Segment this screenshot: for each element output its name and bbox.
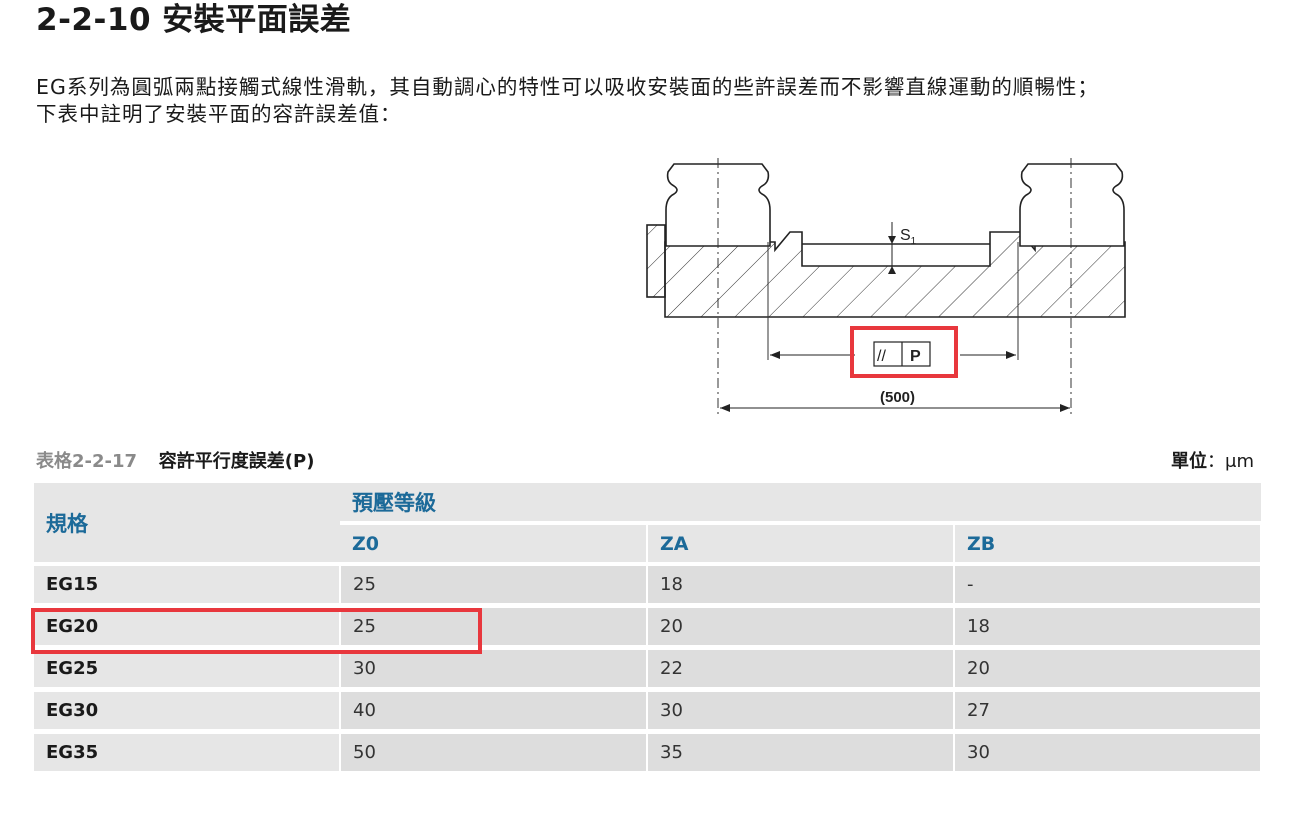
- cell-z0: 30: [340, 647, 648, 692]
- cell-spec: EG35: [34, 731, 341, 776]
- intro-line-2: 下表中註明了安裝平面的容許誤差值：: [36, 102, 402, 126]
- parallel-symbol: //: [877, 348, 886, 365]
- cell-zb: 27: [954, 689, 1262, 734]
- col-header-preload-grade: 預壓等級: [340, 483, 1261, 525]
- dimension-label: (500): [880, 389, 915, 406]
- table-row: EG15 25 18 -: [34, 564, 1262, 608]
- table-row: EG30 40 30 27: [34, 689, 1262, 734]
- intro-line-1: EG系列為圓弧兩點接觸式線性滑軌，其自動調心的特性可以吸收安裝面的些許誤差而不影…: [36, 75, 1099, 99]
- cell-z0: 25: [340, 564, 648, 608]
- cell-za: 22: [647, 647, 955, 692]
- section-title: 2-2-10 安裝平面誤差: [36, 2, 352, 38]
- cell-z0: 25: [340, 605, 648, 650]
- tolerance-table: 規格 預壓等級 Z0 ZA ZB EG15 25 18 - EG20 25 20…: [34, 483, 1262, 776]
- cell-zb: 20: [954, 647, 1262, 692]
- table-row: EG25 30 22 20: [34, 647, 1262, 692]
- datum-label: P: [910, 348, 921, 365]
- tolerance-highlight-box: [850, 326, 958, 378]
- cell-spec: EG30: [34, 689, 341, 734]
- cell-zb: 30: [954, 731, 1262, 776]
- cell-za: 35: [647, 731, 955, 776]
- col-header-zb: ZB: [954, 523, 1262, 566]
- table-row: EG20 25 20 18: [34, 605, 1262, 650]
- cell-z0: 50: [340, 731, 648, 776]
- table-row: EG35 50 35 30: [34, 731, 1262, 776]
- intro-paragraph: EG系列為圓弧兩點接觸式線性滑軌，其自動調心的特性可以吸收安裝面的些許誤差而不影…: [36, 74, 1286, 128]
- row-highlight-box: [31, 608, 482, 654]
- cell-za: 18: [647, 564, 955, 608]
- mounting-surface-diagram: S1 // P (500): [646, 158, 1126, 415]
- cell-zb: -: [954, 564, 1262, 608]
- rail-right: [1019, 163, 1125, 247]
- cell-za: 20: [647, 605, 955, 650]
- unit-title: 單位: [1171, 451, 1207, 472]
- unit-label: 單位：μm: [1171, 450, 1254, 474]
- cell-za: 30: [647, 689, 955, 734]
- cell-z0: 40: [340, 689, 648, 734]
- table-number: 表格2-2-17: [36, 451, 138, 472]
- col-header-spec: 規格: [34, 483, 340, 566]
- base-plate: [646, 224, 1126, 318]
- unit-value: ：μm: [1207, 451, 1254, 472]
- col-header-z0: Z0: [340, 523, 648, 566]
- cell-spec: EG15: [34, 564, 341, 608]
- table-caption: 表格2-2-17 容許平行度誤差(P): [36, 450, 314, 474]
- table-name: 容許平行度誤差(P): [158, 451, 315, 472]
- cell-spec: EG25: [34, 647, 341, 692]
- s1-label: S1: [900, 227, 917, 247]
- cell-zb: 18: [954, 605, 1262, 650]
- cell-spec: EG20: [34, 605, 341, 650]
- col-header-za: ZA: [647, 523, 955, 566]
